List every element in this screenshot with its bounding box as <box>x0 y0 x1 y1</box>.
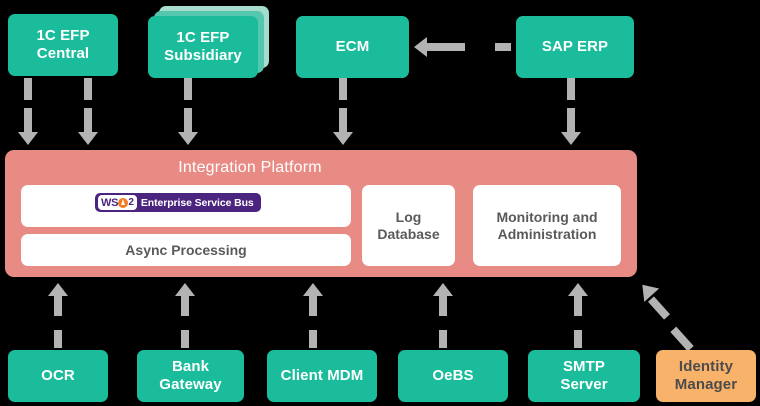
node-label-line2: Server <box>560 376 608 393</box>
node-label: OCR <box>41 367 75 385</box>
connector-subsidiary-dash1 <box>184 78 192 100</box>
connector-bank-gateway-dash2 <box>181 330 189 348</box>
connector-sap-erp-arrowhead <box>561 132 581 145</box>
connector-bank-gateway-dash1 <box>181 296 189 316</box>
wso2-logo-icon: WS 2 <box>98 195 137 210</box>
connector-ecm-dash1 <box>339 78 347 100</box>
node-label-line1: Bank <box>171 358 210 376</box>
card-label: Monitoring and Administration <box>496 209 597 243</box>
node-1c-efp-central[interactable]: 1C EFP Central <box>8 14 118 76</box>
node-label: ECM <box>335 38 370 56</box>
card-log-database[interactable]: Log Database <box>362 185 455 266</box>
connector-central-b-dash2 <box>84 108 92 132</box>
wso2-logo-text: WS <box>101 196 119 209</box>
connector-oebs-dash2 <box>439 330 447 348</box>
node-label-line1: 1C EFP <box>36 27 90 45</box>
card-label-line2: Database <box>377 225 440 242</box>
wso2-logo-subscript: 2 <box>128 196 134 208</box>
connector-sap-erp-to-ecm-dash <box>495 43 511 51</box>
node-smtp-server[interactable]: SMTP Server <box>528 350 640 402</box>
node-label: 1C EFP Central <box>36 27 89 62</box>
node-label-line2: Central <box>36 45 90 62</box>
connector-smtp-server-arrowhead <box>568 283 588 296</box>
node-label-line1: 1C EFP <box>176 29 230 47</box>
connector-ocr-dash2 <box>54 330 62 348</box>
connector-central-a-dash2 <box>24 108 32 132</box>
card-label-line2: Administration <box>497 225 597 242</box>
connector-client-mdm-dash2 <box>309 330 317 348</box>
node-ecm[interactable]: ECM <box>296 16 409 78</box>
node-label: OeBS <box>432 367 474 385</box>
node-label-line2: Gateway <box>159 376 222 393</box>
wso2-esb-label: Enterprise Service Bus <box>140 196 254 209</box>
node-label: Client MDM <box>280 367 364 385</box>
node-label: 1C EFP Subsidiary <box>164 29 242 64</box>
connector-oebs-arrowhead <box>433 283 453 296</box>
node-label-line1: SMTP <box>562 358 606 376</box>
card-label-line1: Log <box>395 208 422 225</box>
connector-central-a-dash1 <box>24 78 32 100</box>
connector-sap-erp-dash1 <box>567 78 575 100</box>
wso2-logo-orange-circle-icon <box>118 197 129 208</box>
node-ocr[interactable]: OCR <box>8 350 108 402</box>
card-label: Log Database <box>377 209 439 243</box>
connector-identity-manager-dash2 <box>670 326 694 352</box>
connector-ecm-arrowhead <box>333 132 353 145</box>
node-label-line1: Identity <box>678 358 734 376</box>
card-label: Async Processing <box>125 241 247 258</box>
wso2-esb-badge[interactable]: WS 2 Enterprise Service Bus <box>95 193 261 212</box>
connector-sap-erp-to-ecm-dash2 <box>427 43 465 51</box>
node-label: Bank Gateway <box>159 358 221 393</box>
connector-central-b-dash1 <box>84 78 92 100</box>
card-async-processing[interactable]: Async Processing <box>21 234 351 266</box>
connector-central-b-arrowhead <box>78 132 98 145</box>
node-oebs[interactable]: OeBS <box>398 350 508 402</box>
connector-client-mdm-dash1 <box>309 296 317 316</box>
card-monitoring-administration[interactable]: Monitoring and Administration <box>473 185 621 266</box>
connector-ecm-dash2 <box>339 108 347 132</box>
node-sap-erp[interactable]: SAP ERP <box>516 16 634 78</box>
connector-sap-erp-dash2 <box>567 108 575 132</box>
connector-ocr-arrowhead <box>48 283 68 296</box>
node-label-line2: Subsidiary <box>164 47 242 64</box>
node-label: SMTP Server <box>560 358 607 393</box>
connector-smtp-server-dash1 <box>574 296 582 316</box>
node-label: Identity Manager <box>675 358 737 393</box>
connector-smtp-server-dash2 <box>574 330 582 348</box>
connector-oebs-dash1 <box>439 296 447 316</box>
connector-subsidiary-dash2 <box>184 108 192 132</box>
connector-identity-manager-dash1 <box>647 296 671 320</box>
connector-ocr-dash1 <box>54 296 62 316</box>
node-label-line2: Manager <box>674 376 738 393</box>
connector-bank-gateway-arrowhead <box>175 283 195 296</box>
connector-subsidiary-arrowhead <box>178 132 198 145</box>
connector-sap-erp-to-ecm-arrowhead <box>414 37 427 57</box>
node-identity-manager[interactable]: Identity Manager <box>656 350 756 402</box>
node-1c-efp-subsidiary[interactable]: 1C EFP Subsidiary <box>148 16 258 78</box>
connector-central-a-arrowhead <box>18 132 38 145</box>
integration-platform-panel: Integration Platform Async Processing Lo… <box>5 150 637 277</box>
connector-client-mdm-arrowhead <box>303 283 323 296</box>
node-bank-gateway[interactable]: Bank Gateway <box>137 350 244 402</box>
integration-platform-title: Integration Platform <box>178 159 322 176</box>
card-label-line1: Monitoring and <box>496 208 598 225</box>
node-label: SAP ERP <box>541 38 609 56</box>
node-client-mdm[interactable]: Client MDM <box>267 350 377 402</box>
